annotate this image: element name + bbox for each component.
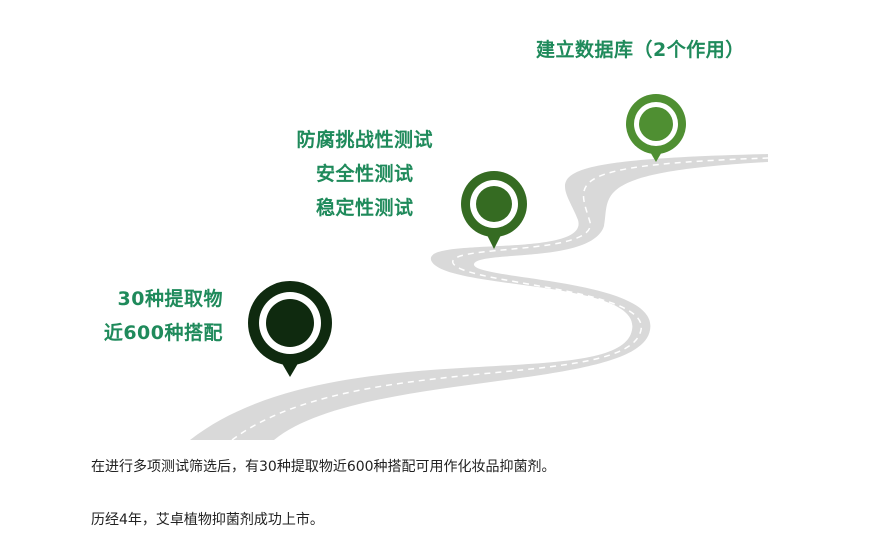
milestone-line: 建立数据库（2个作用） [536, 39, 745, 61]
milestone-line: 防腐挑战性测试 [296, 129, 433, 151]
milestone-label-tests: 防腐挑战性测试 安全性测试 稳定性测试 [296, 123, 433, 225]
map-pin-icon [461, 171, 527, 249]
milestone-line: 稳定性测试 [315, 197, 414, 219]
caption-paragraph: 历经4年，艾卓植物抑菌剂成功上市。 [91, 512, 324, 528]
map-pin-icon [248, 281, 332, 377]
milestone-line: 30种提取物 [117, 288, 223, 310]
milestone-label-database: 建立数据库（2个作用） [536, 33, 745, 67]
milestone-line: 近600种搭配 [103, 322, 223, 344]
milestone-line: 安全性测试 [315, 163, 414, 185]
road [190, 154, 768, 440]
caption-paragraph: 在进行多项测试筛选后，有30种提取物近600种搭配可用作化妆品抑菌剂。 [91, 459, 556, 475]
milestone-label-extracts: 30种提取物 近600种搭配 [104, 282, 223, 350]
map-pin-icon [626, 94, 686, 162]
road-center-line [231, 157, 769, 441]
